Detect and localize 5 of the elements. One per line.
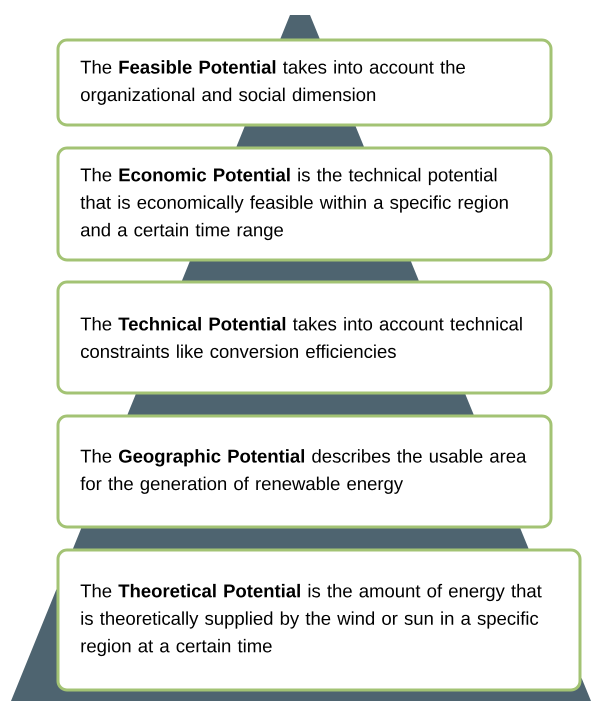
text-box: The Technical Potential takes into account technical constraints like conversion efficiencies <box>56 280 552 394</box>
text-box: The Economic Potential is the technical potential that is economically feasible within a specific region and a certain time range <box>56 146 552 262</box>
text-box: The Feasible Potential takes into account the organizational and social dimension <box>56 38 552 126</box>
text-box: The Theoretical Potential is the amount of energy that is theoretically supplied by the wind or sun in a specific region at a certain time <box>56 548 582 692</box>
text-box: The Geographic Potential describes the usable area for the generation of renewable energy <box>56 414 552 528</box>
